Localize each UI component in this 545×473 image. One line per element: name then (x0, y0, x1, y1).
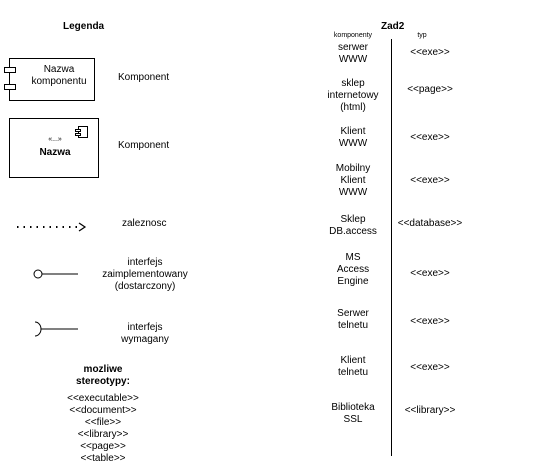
component-icon (75, 126, 88, 138)
zad2-type: <<page>> (407, 84, 453, 95)
zad2-type: <<exe>> (410, 316, 450, 327)
component-tab-upper (4, 67, 16, 73)
zad2-type: <<exe>> (410, 175, 450, 186)
zad2-component: Serwer telnetu (337, 308, 369, 331)
zad2-component: Sklep DB.access (329, 214, 377, 237)
component-box-1-label: Nazwa komponentu (31, 64, 87, 87)
dependency-label: zaleznosc (122, 218, 167, 229)
zad2-component: Klient WWW (338, 126, 368, 149)
stereotype-item: <<library>> (77, 429, 129, 440)
dependency-arrow (17, 222, 87, 232)
component-1-caption: Komponent (118, 72, 170, 83)
component-2-caption: Komponent (118, 140, 170, 151)
column-divider (391, 39, 392, 456)
stereotype-item: <<page>> (80, 441, 126, 452)
stereotype-item: <<file>> (84, 417, 122, 428)
component-box-2-label: Nazwa (39, 147, 71, 158)
zad2-component: serwer WWW (337, 42, 368, 65)
zad2-component: sklep internetowy (html) (327, 78, 379, 113)
stereotypes-list: <<executable>> <<document>> <<file>> <<l… (53, 393, 153, 465)
zad2-type: <<library>> (404, 405, 456, 416)
zad2-type: <<exe>> (410, 362, 450, 373)
zad2-type: <<exe>> (410, 132, 450, 143)
stereotype-item: <<executable>> (67, 393, 139, 404)
required-interface-symbol (34, 321, 78, 337)
zad2-type: <<exe>> (410, 47, 450, 58)
legend-title: Legenda (63, 21, 105, 32)
zad2-component: Biblioteka SSL (331, 402, 375, 425)
component-stereotype: «...» (48, 136, 62, 143)
stereotype-item: <<document>> (69, 405, 137, 416)
zad2-component: MS Access Engine (336, 252, 370, 287)
zad2-title: Zad2 (381, 21, 405, 32)
zad2-component: Mobilny Klient WWW (335, 163, 371, 198)
component-tab-lower (4, 84, 16, 90)
zad2-type: <<exe>> (410, 268, 450, 279)
zad2-type: <<database>> (397, 218, 463, 229)
stereotypes-title: mozliwe stereotypy: (76, 364, 130, 387)
column-header-components: komponenty (333, 32, 373, 39)
column-header-type: typ (417, 32, 427, 39)
component-box-1: Nazwa komponentu (4, 58, 95, 101)
provided-interface-symbol (33, 269, 78, 279)
component-box-2: «...» Nazwa (9, 118, 99, 178)
provided-interface-label: interfejs zaimplementowany (dostarczony) (102, 257, 188, 292)
required-interface-label: interfejs wymagany (121, 322, 169, 345)
zad2-component: Klient telnetu (337, 355, 369, 378)
stereotype-item: <<table>> (80, 453, 126, 464)
